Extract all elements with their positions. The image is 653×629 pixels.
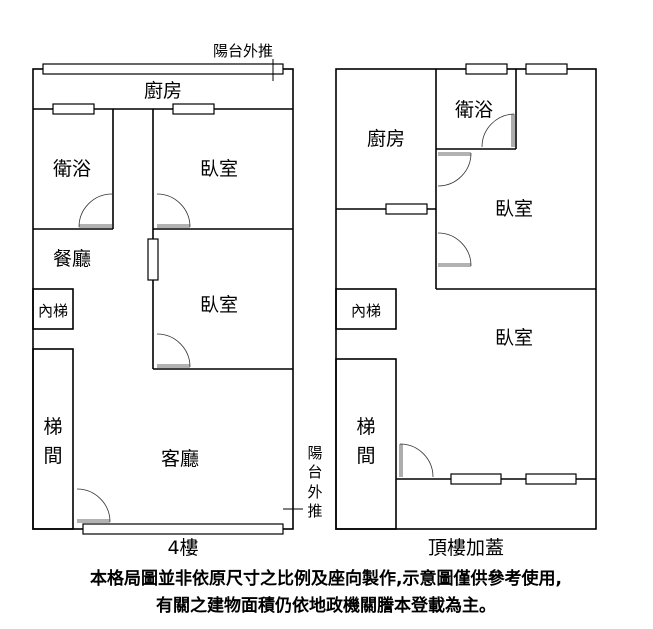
window: [385, 203, 428, 215]
window: [52, 103, 95, 115]
door: [437, 152, 472, 187]
balcony-label: 陽台外推: [213, 42, 273, 60]
window: [525, 473, 577, 485]
door: [156, 333, 191, 368]
floor-plan-rooftop: 廚房 衛浴 臥室 臥室 內梯 梯 間 頂樓加蓋: [335, 63, 597, 559]
balcony-label-char: 外: [307, 483, 322, 501]
window: [82, 523, 284, 535]
room-label-living: 客廳: [161, 448, 199, 470]
room-label-inner-stairs: 內梯: [38, 302, 68, 320]
room-label-stairwell: 梯: [43, 416, 62, 438]
window: [525, 63, 568, 75]
room-label-bedroom: 臥室: [200, 158, 238, 180]
room-label-stairwell: 梯: [356, 416, 375, 438]
window: [465, 63, 508, 75]
room-label-stairwell: 間: [43, 445, 62, 467]
window: [450, 473, 502, 485]
window: [172, 103, 215, 115]
room-label-stairwell: 間: [356, 445, 375, 467]
stairwell-box: [32, 348, 74, 530]
door: [481, 113, 515, 148]
inner-stairs-box: [32, 288, 74, 330]
window: [42, 63, 284, 75]
floor-plan-4f: 廚房 衛浴 臥室 餐廳 臥室 內梯 梯 間 客廳 陽台外推 陽 台 外 推 4樓: [32, 42, 323, 559]
disclaimer-line: 有關之建物面積仍依地政機關謄本登載為主。: [156, 595, 496, 616]
room-label-kitchen: 廚房: [144, 79, 182, 102]
inner-stairs-box: [335, 288, 397, 330]
balcony-label-char: 推: [307, 502, 322, 520]
room-label-bedroom: 臥室: [495, 327, 533, 349]
room-label-bedroom: 臥室: [495, 198, 533, 220]
room-label-bathroom: 衛浴: [53, 158, 91, 180]
room-label-dining: 餐廳: [53, 248, 91, 270]
disclaimer-line: 本格局圖並非依原尺寸之比例及座向製作,示意圖僅供參考使用,: [90, 568, 562, 589]
balcony-label-char: 陽: [307, 444, 322, 462]
door: [78, 193, 113, 228]
door: [399, 443, 434, 478]
balcony-label-char: 台: [307, 463, 322, 481]
window: [147, 238, 159, 281]
room-label-kitchen: 廚房: [367, 127, 405, 150]
plan-title: 4樓: [167, 537, 198, 559]
room-label-bathroom: 衛浴: [455, 99, 493, 121]
door: [156, 193, 191, 228]
door: [437, 232, 472, 267]
plan-title: 頂樓加蓋: [428, 537, 504, 559]
room-label-bedroom: 臥室: [200, 294, 238, 316]
room-label-inner-stairs: 內梯: [351, 302, 381, 320]
door: [76, 488, 111, 523]
stairwell-box: [335, 358, 397, 530]
